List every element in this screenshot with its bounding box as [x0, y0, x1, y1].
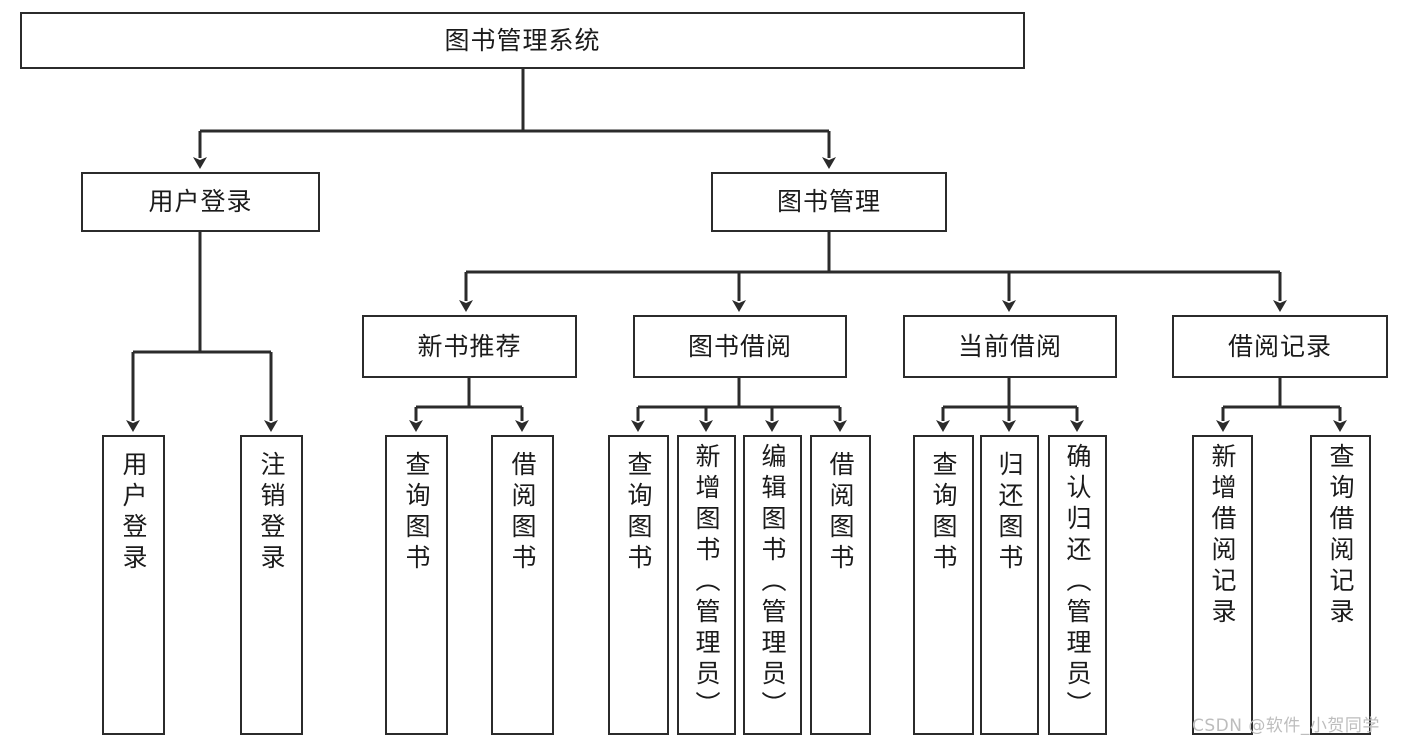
leaf-query-borrow-record[interactable]: 查询借阅记录 — [1310, 435, 1371, 735]
node-label: 用户登录 — [148, 187, 253, 216]
watermark: CSDN @软件_小贺同学 — [1192, 716, 1380, 736]
node-root-system[interactable]: 图书管理系统 — [20, 12, 1025, 69]
node-label: 当前借阅 — [957, 331, 1062, 361]
node-label: 查询借阅记录 — [1326, 443, 1355, 629]
node-book-borrow[interactable]: 图书借阅 — [633, 315, 847, 378]
node-label: 图书管理系统 — [444, 25, 601, 55]
leaf-borrow-book[interactable]: 借阅图书 — [810, 435, 871, 735]
node-user-login[interactable]: 用户登录 — [81, 172, 320, 232]
node-new-book-recommend[interactable]: 新书推荐 — [362, 315, 577, 378]
leaf-borrow-book-rec[interactable]: 借阅图书 — [491, 435, 554, 735]
leaf-user-login[interactable]: 用户登录 — [102, 435, 165, 735]
node-label: 用户登录 — [119, 451, 148, 575]
node-label: 借阅图书 — [508, 451, 537, 575]
node-label: 注销登录 — [257, 451, 286, 575]
node-label: 新书推荐 — [417, 331, 522, 361]
node-label: 图书借阅 — [687, 331, 792, 361]
leaf-add-borrow-record[interactable]: 新增借阅记录 — [1192, 435, 1253, 735]
node-label: 新增图书（管理员） — [692, 443, 721, 722]
node-label: 确认归还（管理员） — [1063, 443, 1092, 722]
node-label: 归还图书 — [995, 451, 1024, 575]
node-label: 查询图书 — [402, 451, 431, 575]
node-label: 借阅记录 — [1227, 331, 1332, 361]
node-label: 编辑图书（管理员） — [758, 443, 787, 722]
node-label: 图书管理 — [776, 187, 881, 216]
node-borrow-records[interactable]: 借阅记录 — [1172, 315, 1388, 378]
leaf-query-book-rec[interactable]: 查询图书 — [385, 435, 448, 735]
node-current-borrow[interactable]: 当前借阅 — [903, 315, 1117, 378]
leaf-return-book[interactable]: 归还图书 — [980, 435, 1039, 735]
leaf-edit-book-admin[interactable]: 编辑图书（管理员） — [743, 435, 802, 735]
node-book-management[interactable]: 图书管理 — [711, 172, 947, 232]
leaf-query-book-current[interactable]: 查询图书 — [913, 435, 974, 735]
leaf-logout[interactable]: 注销登录 — [240, 435, 303, 735]
node-label: 查询图书 — [929, 451, 958, 575]
node-label: 新增借阅记录 — [1208, 443, 1237, 629]
node-label: 查询图书 — [624, 451, 653, 575]
node-label: 借阅图书 — [826, 451, 855, 575]
leaf-confirm-return-admin[interactable]: 确认归还（管理员） — [1048, 435, 1107, 735]
leaf-query-book-borrow[interactable]: 查询图书 — [608, 435, 669, 735]
leaf-add-book-admin[interactable]: 新增图书（管理员） — [677, 435, 736, 735]
